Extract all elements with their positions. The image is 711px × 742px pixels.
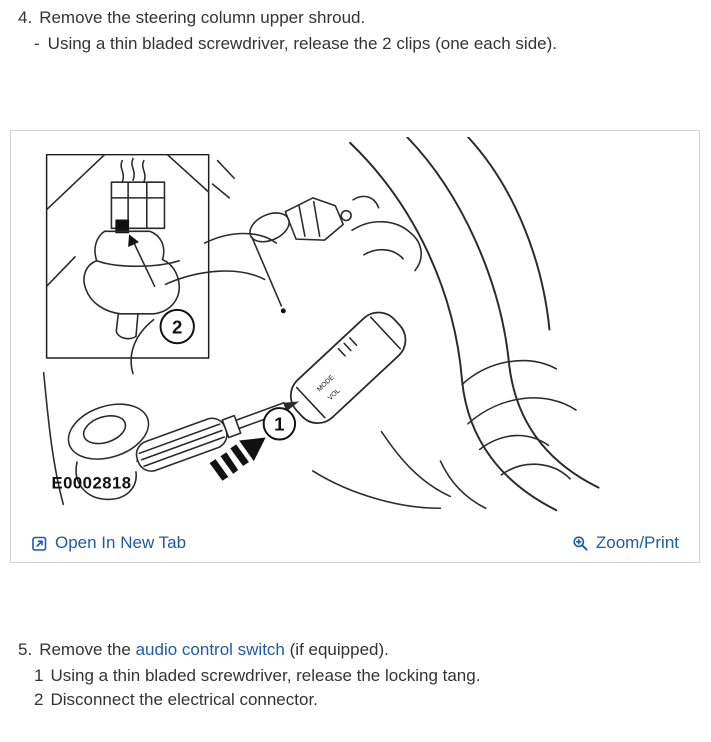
open-in-new-tab-label: Open In New Tab — [55, 533, 187, 552]
substep-dash: - — [34, 34, 40, 53]
step-4-substep: -Using a thin bladed screwdriver, releas… — [34, 34, 557, 54]
step-5-number: 5. — [18, 640, 33, 659]
substep-1-text: Using a thin bladed screwdriver, release… — [50, 666, 481, 685]
step-5-item: 5. Remove the audio control switch (if eq… — [18, 640, 389, 660]
step-5-substep-1: 1 Using a thin bladed screwdriver, releas… — [34, 666, 480, 686]
open-in-new-tab-link[interactable]: Open In New Tab — [31, 533, 186, 553]
step-4-text: Remove the steering column upper shroud. — [39, 8, 366, 27]
step-5-substep-2: 2 Disconnect the electrical connector. — [34, 690, 318, 710]
zoom-print-link[interactable]: Zoom/Print — [572, 533, 679, 553]
callout-1-badge: 1 — [262, 407, 297, 441]
step-4-substep-text: Using a thin bladed screwdriver, release… — [47, 34, 557, 53]
substep-2-text: Disconnect the electrical connector. — [50, 690, 318, 709]
zoom-print-label: Zoom/Print — [595, 533, 679, 552]
callout-2-badge: 2 — [159, 308, 195, 345]
ignition-lock-area — [42, 371, 156, 506]
steering-wheel — [349, 137, 600, 512]
figure-code-label: E0002818 — [52, 474, 132, 493]
clip-highlight-square — [115, 219, 130, 234]
figure-illustration: 2 — [11, 137, 699, 522]
inset-detail-view — [45, 153, 210, 359]
figure-toolbar: Open In New Tab Zoom/Print — [11, 533, 699, 553]
substep-1-number: 1 — [34, 666, 44, 685]
step-5-text-before: Remove the — [39, 640, 131, 659]
multifunction-switch-stalk: MODE VOL — [289, 311, 407, 424]
magnifier-plus-icon — [573, 535, 588, 551]
open-in-new-tab-icon — [32, 536, 47, 551]
step-4-item: 4. Remove the steering column upper shrou… — [18, 8, 365, 28]
step-4-number: 4. — [18, 8, 33, 27]
column-shroud-lines — [130, 159, 452, 510]
callout-2-label: 2 — [172, 316, 182, 337]
step-5-text-after: (if equipped). — [289, 640, 389, 659]
audio-control-switch-link[interactable]: audio control switch — [135, 640, 285, 659]
leader-line — [251, 236, 286, 314]
figure-panel: 2 — [10, 130, 700, 563]
direction-arrow — [209, 437, 266, 481]
wiring-connector — [249, 195, 422, 272]
substep-2-number: 2 — [34, 690, 44, 709]
callout-1-label: 1 — [274, 414, 284, 435]
steering-column-diagram: 2 — [42, 137, 600, 512]
